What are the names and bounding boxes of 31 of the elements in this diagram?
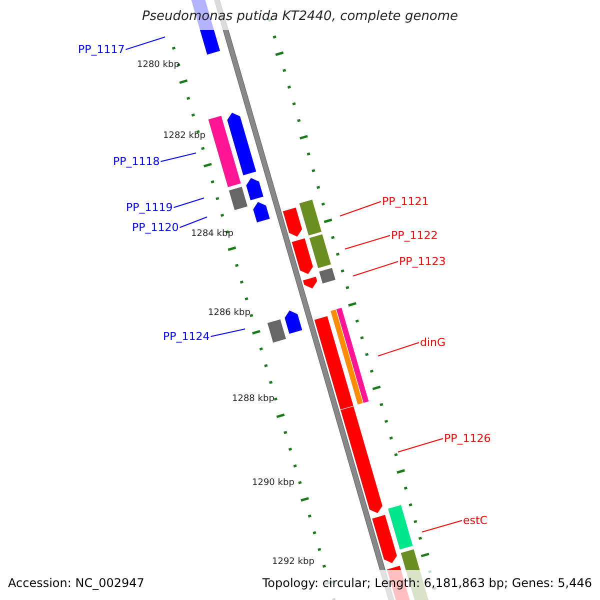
leader-line (125, 36, 166, 50)
leader-line (179, 216, 208, 228)
leader-line (210, 328, 246, 337)
scale-label: 1280 kbp (137, 61, 180, 70)
gene-label: PP_1120 (132, 222, 179, 233)
genome-summary-text: Topology: circular; Length: 6,181,863 bp; Genes: 5,446 (262, 577, 592, 589)
scale-label: 1282 kbp (163, 132, 206, 141)
gene-label: PP_1123 (399, 256, 446, 267)
gene-label: PP_1119 (126, 202, 173, 213)
scale-label: 1286 kbp (208, 309, 250, 318)
accession-text: Accession: NC_002947 (8, 577, 144, 589)
gene-label: PP_1121 (382, 196, 429, 207)
leader-line (173, 198, 204, 208)
scale-label: 1290 kbp (252, 479, 294, 488)
leader-line (378, 342, 420, 356)
gene-label: estC (463, 515, 488, 526)
leader-line (422, 520, 462, 532)
scale-label: 1292 kbp (272, 558, 314, 567)
gene-label: PP_1117 (78, 44, 125, 55)
gene-label: PP_1122 (391, 230, 438, 241)
leader-line (160, 152, 196, 162)
gene-label: PP_1126 (444, 433, 491, 444)
scale-label: 1288 kbp (232, 395, 274, 404)
leader-line (352, 261, 398, 276)
gene-label: PP_1124 (163, 331, 210, 342)
leader-line (344, 235, 390, 250)
gene-label: PP_1118 (113, 156, 160, 167)
gene-label: dinG (420, 337, 446, 348)
leader-line (340, 201, 382, 216)
leader-line (398, 438, 444, 452)
scale-label: 1284 kbp (191, 230, 234, 239)
